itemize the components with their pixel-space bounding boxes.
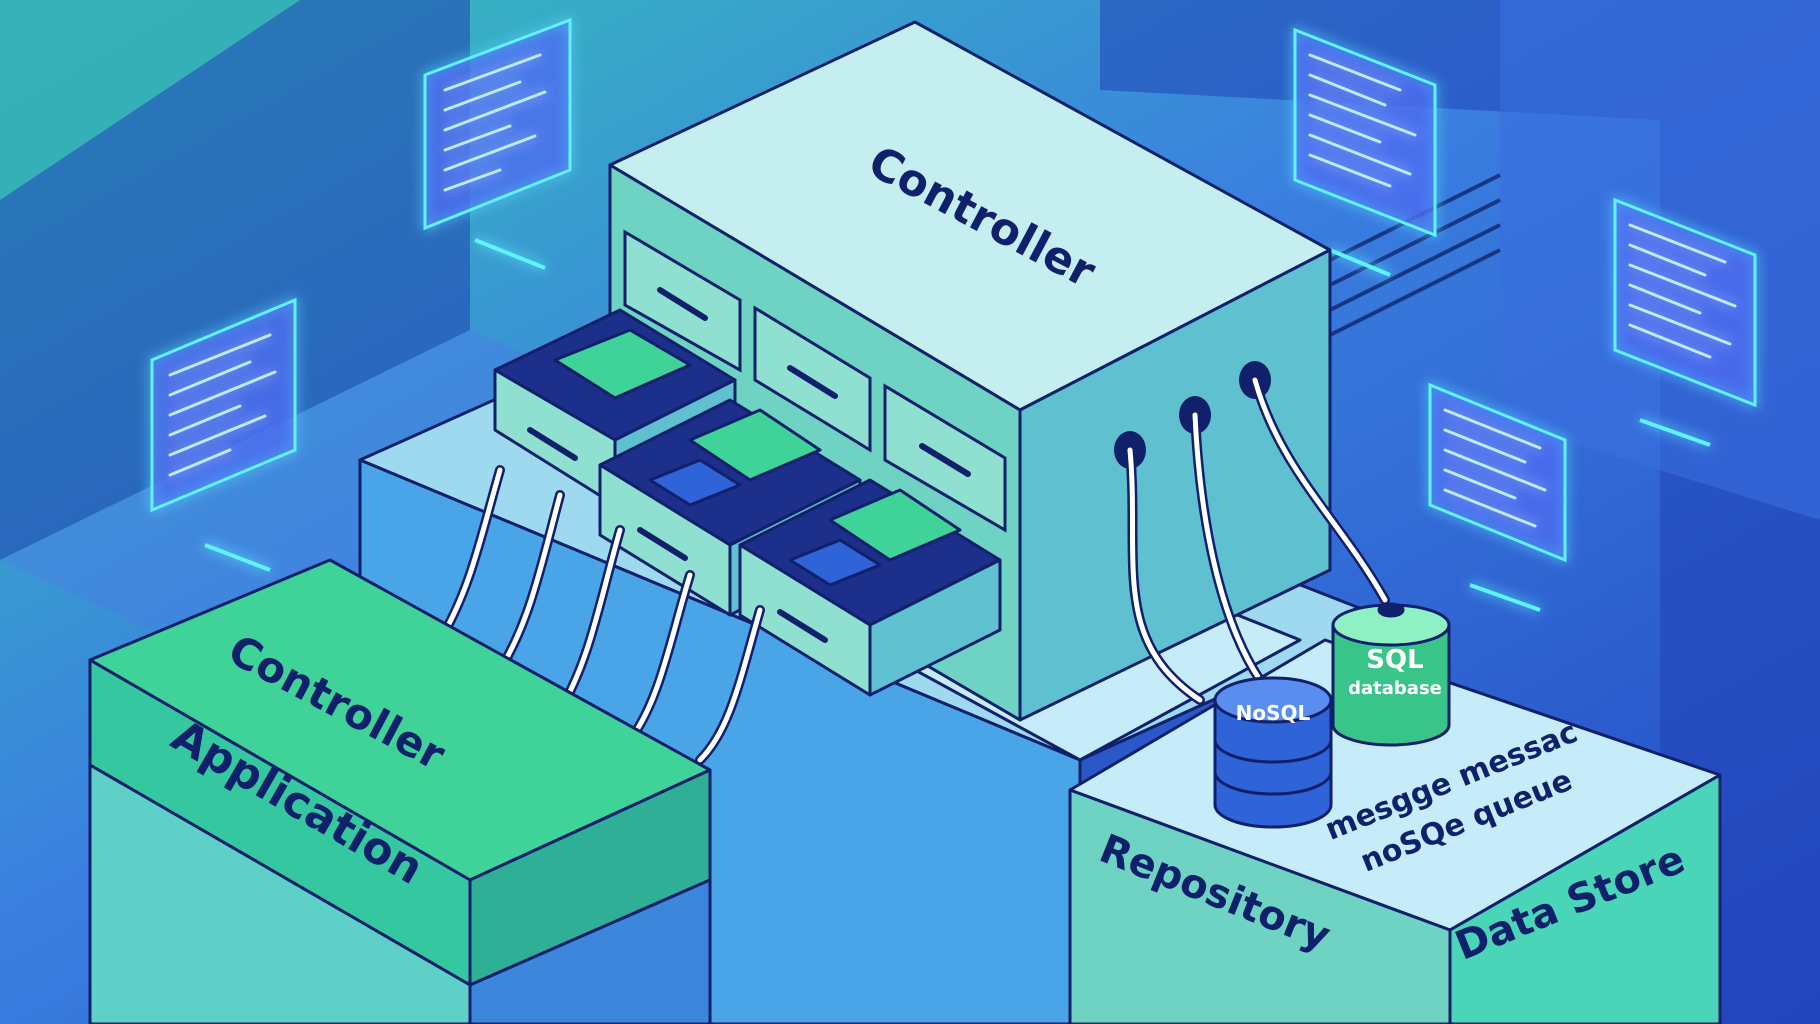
- code-screen-icon: [1613, 197, 1757, 447]
- database-cylinder-icon: [1213, 676, 1333, 829]
- open-drawer[interactable]: [738, 478, 1002, 697]
- application-block: [88, 558, 712, 1024]
- drawer-handle-icon: [623, 229, 1007, 533]
- data-store-block: [1068, 638, 1722, 1024]
- database-cylinder-icon: [1331, 602, 1451, 747]
- code-screen-icon: [423, 17, 572, 270]
- code-screen-icon: [150, 297, 297, 572]
- code-screen-icon: [1428, 382, 1567, 612]
- sql-database-label: database: [1348, 678, 1442, 699]
- sql-label: SQL: [1366, 645, 1423, 675]
- nosql-label: NoSQL: [1236, 701, 1311, 725]
- code-screen-icon: [1293, 27, 1437, 277]
- back-wall-left: [0, 0, 470, 560]
- back-wall-corner: [0, 0, 300, 200]
